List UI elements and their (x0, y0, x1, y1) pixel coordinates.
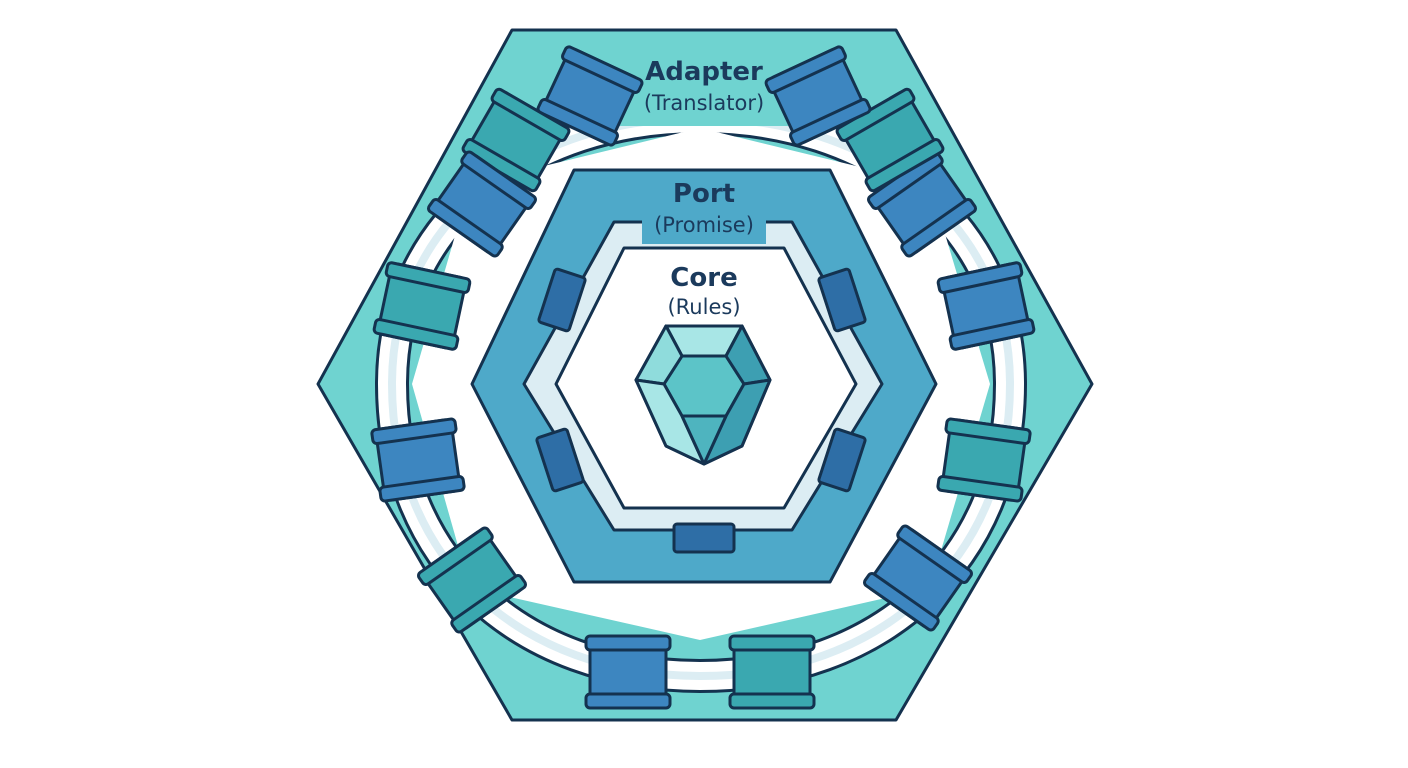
connector-block (867, 150, 977, 258)
connector-block (372, 261, 472, 351)
connector-block (936, 261, 1036, 351)
port-slot (535, 427, 585, 493)
adapter-title: Adapter (645, 57, 763, 87)
gem-icon (634, 324, 772, 466)
connector-block (427, 150, 537, 258)
adapter-ring-rail (387, 113, 1015, 681)
port-slot (817, 267, 867, 333)
connector-block (936, 417, 1032, 503)
port-slots (535, 267, 867, 554)
adapter-label-backdrop (618, 52, 788, 126)
connector-block (536, 45, 644, 147)
connector-block (417, 526, 527, 634)
port-slot (817, 427, 867, 493)
port-title: Port (673, 179, 735, 209)
connector-block (728, 634, 816, 710)
connector-block (584, 634, 672, 710)
adapter-connectors (370, 45, 1036, 710)
core-title: Core (670, 263, 737, 293)
port-label-backdrop (642, 200, 766, 244)
port-slot (537, 267, 587, 333)
connector-block (863, 524, 973, 632)
connector-block (764, 45, 872, 147)
port-slot (672, 522, 736, 554)
connector-block (370, 417, 466, 503)
connector-block (461, 87, 571, 193)
port-subtitle: (Promise) (654, 213, 754, 237)
core-subtitle: (Rules) (667, 295, 740, 319)
adapter-subtitle: (Translator) (644, 91, 764, 115)
connector-block (835, 87, 945, 193)
